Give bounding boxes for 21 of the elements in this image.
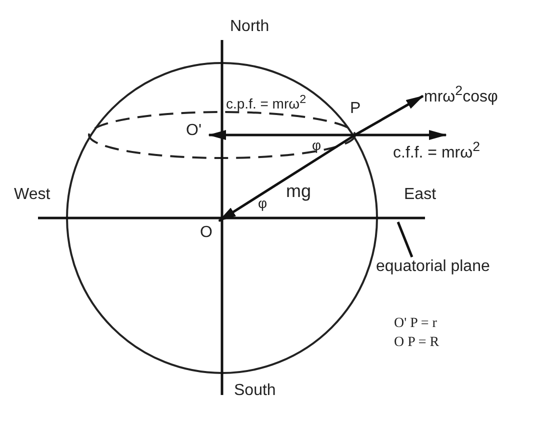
point-label: O' — [186, 122, 202, 140]
axis-label: East — [404, 186, 436, 204]
edge-label: mg — [286, 182, 312, 202]
axis-label: West — [14, 186, 50, 204]
axis-label: North — [230, 18, 270, 36]
force-label: mrω$^{2}$cosφ — [424, 84, 498, 106]
force-arrow — [355, 130, 447, 140]
angle-label: φ — [312, 138, 322, 154]
leader-line — [396, 222, 414, 258]
plane-label: equatorial plane — [376, 258, 490, 276]
point-label: O — [200, 224, 212, 242]
force-arrow — [354, 94, 424, 136]
angle-label: φ — [258, 196, 268, 212]
note: O' P = r — [394, 316, 437, 332]
note: O P = R — [394, 335, 440, 350]
point-label: P — [350, 100, 361, 118]
axis-label: South — [234, 382, 276, 400]
edge-label: c.p.f. = mrω$^{2}$ — [226, 94, 306, 112]
force-label: c.f.f. = mrω$^{2}$ — [393, 140, 480, 162]
force-arrow — [208, 130, 355, 140]
force-arrow — [218, 134, 356, 222]
